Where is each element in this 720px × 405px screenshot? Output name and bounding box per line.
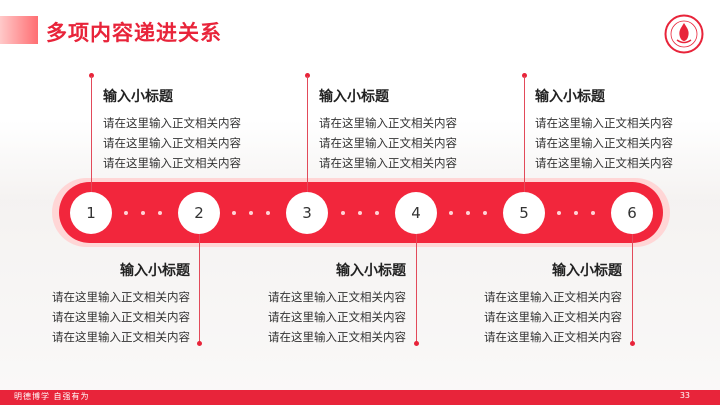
block-text-line[interactable]: 请在这里输入正文相关内容 xyxy=(52,330,190,344)
connector-line xyxy=(416,234,417,342)
background-photo-wash xyxy=(0,120,720,390)
block-text-line[interactable]: 请在这里输入正文相关内容 xyxy=(52,290,190,304)
connector-line xyxy=(91,76,92,192)
block-text-line[interactable]: 请在这里输入正文相关内容 xyxy=(319,156,457,170)
block-text-line[interactable]: 请在这里输入正文相关内容 xyxy=(319,116,457,130)
block-text-line[interactable]: 请在这里输入正文相关内容 xyxy=(319,136,457,150)
block-subtitle[interactable]: 输入小标题 xyxy=(535,89,605,105)
block-text-line[interactable]: 请在这里输入正文相关内容 xyxy=(535,156,673,170)
block-text-line[interactable]: 请在这里输入正文相关内容 xyxy=(535,116,673,130)
content-block-5: 输入小标题 请在这里输入正文相关内容 请在这里输入正文相关内容 请在这里输入正文… xyxy=(535,86,705,173)
block-text-line[interactable]: 请在这里输入正文相关内容 xyxy=(52,310,190,324)
header-accent-bar xyxy=(0,16,38,44)
timeline-node-1[interactable]: 1 xyxy=(70,192,112,234)
content-block-4: 输入小标题 请在这里输入正文相关内容 请在这里输入正文相关内容 请在这里输入正文… xyxy=(236,260,406,347)
footer-motto: 明德博学 自强有为 xyxy=(14,392,90,401)
connector-line xyxy=(307,76,308,192)
page-number: 33 xyxy=(679,391,690,400)
block-text-line[interactable]: 请在这里输入正文相关内容 xyxy=(484,330,622,344)
timeline-node-4[interactable]: 4 xyxy=(395,192,437,234)
page-title: 多项内容递进关系 xyxy=(46,21,222,45)
timeline-dot xyxy=(141,211,145,215)
timeline-dot xyxy=(483,211,487,215)
block-text-line[interactable]: 请在这里输入正文相关内容 xyxy=(535,136,673,150)
connector-pin xyxy=(197,341,202,346)
timeline-dot xyxy=(232,211,236,215)
timeline-dot xyxy=(341,211,345,215)
connector-pin xyxy=(89,73,94,78)
block-subtitle[interactable]: 输入小标题 xyxy=(336,263,406,279)
timeline-dot xyxy=(449,211,453,215)
timeline-dot xyxy=(557,211,561,215)
timeline-dot xyxy=(358,211,362,215)
timeline-node-5[interactable]: 5 xyxy=(503,192,545,234)
connector-pin xyxy=(630,341,635,346)
block-subtitle[interactable]: 输入小标题 xyxy=(103,89,173,105)
block-text-line[interactable]: 请在这里输入正文相关内容 xyxy=(103,136,241,150)
block-text-line[interactable]: 请在这里输入正文相关内容 xyxy=(268,330,406,344)
connector-line xyxy=(632,234,633,342)
connector-line xyxy=(199,234,200,342)
content-block-2: 输入小标题 请在这里输入正文相关内容 请在这里输入正文相关内容 请在这里输入正文… xyxy=(20,260,190,347)
timeline-node-6[interactable]: 6 xyxy=(611,192,653,234)
connector-pin xyxy=(414,341,419,346)
connector-pin xyxy=(522,73,527,78)
block-text-line[interactable]: 请在这里输入正文相关内容 xyxy=(268,290,406,304)
block-subtitle[interactable]: 输入小标题 xyxy=(552,263,622,279)
timeline-node-2[interactable]: 2 xyxy=(178,192,220,234)
timeline-dot xyxy=(249,211,253,215)
timeline-dot xyxy=(591,211,595,215)
content-block-3: 输入小标题 请在这里输入正文相关内容 请在这里输入正文相关内容 请在这里输入正文… xyxy=(319,86,489,173)
timeline-dot xyxy=(158,211,162,215)
block-text-line[interactable]: 请在这里输入正文相关内容 xyxy=(103,116,241,130)
block-text-line[interactable]: 请在这里输入正文相关内容 xyxy=(484,310,622,324)
block-text-line[interactable]: 请在这里输入正文相关内容 xyxy=(268,310,406,324)
timeline-node-3[interactable]: 3 xyxy=(286,192,328,234)
timeline-dot xyxy=(574,211,578,215)
timeline-dot xyxy=(466,211,470,215)
block-subtitle[interactable]: 输入小标题 xyxy=(120,263,190,279)
block-text-line[interactable]: 请在这里输入正文相关内容 xyxy=(103,156,241,170)
timeline-dot xyxy=(375,211,379,215)
content-block-1: 输入小标题 请在这里输入正文相关内容 请在这里输入正文相关内容 请在这里输入正文… xyxy=(103,86,273,173)
block-text-line[interactable]: 请在这里输入正文相关内容 xyxy=(484,290,622,304)
block-subtitle[interactable]: 输入小标题 xyxy=(319,89,389,105)
timeline-dot xyxy=(124,211,128,215)
university-seal-icon xyxy=(664,14,704,54)
connector-line xyxy=(524,76,525,192)
footer-bar: 明德博学 自强有为 33 xyxy=(0,390,720,405)
connector-pin xyxy=(305,73,310,78)
timeline-dot xyxy=(266,211,270,215)
content-block-6: 输入小标题 请在这里输入正文相关内容 请在这里输入正文相关内容 请在这里输入正文… xyxy=(452,260,622,347)
